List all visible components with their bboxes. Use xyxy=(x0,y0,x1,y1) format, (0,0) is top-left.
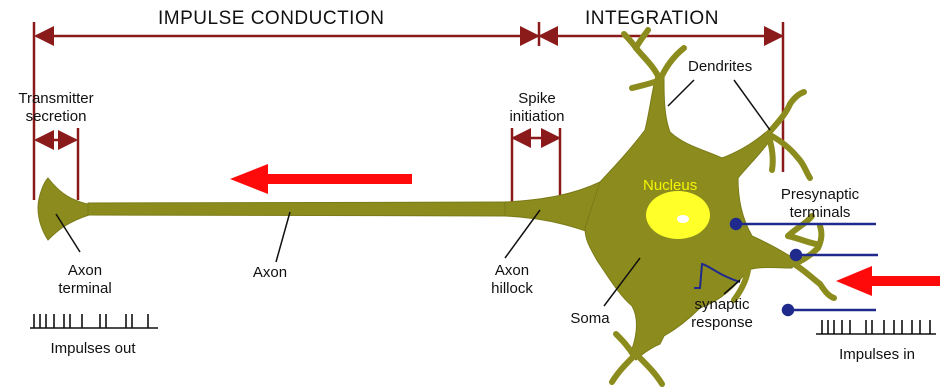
dendrites-pointer-2 xyxy=(734,80,770,130)
axon-terminal-shape xyxy=(38,178,92,240)
axon-shaft xyxy=(88,202,520,216)
impulses-out-train xyxy=(30,314,158,328)
conduction-arrow-left xyxy=(230,164,412,194)
axon-hillock-label: Axon hillock xyxy=(472,262,552,298)
synaptic-response-label: synaptic response xyxy=(672,296,772,332)
input-arrow xyxy=(836,266,940,296)
axon-label: Axon xyxy=(240,264,300,282)
axon-pointer xyxy=(276,212,290,262)
impulses-out-label: Impulses out xyxy=(30,340,156,358)
spike-initiation-label: Spike initiation xyxy=(492,90,582,126)
integration-heading: INTEGRATION xyxy=(585,8,719,30)
impulses-in-label: Impulses in xyxy=(818,346,936,364)
presynaptic-terminals-label: Presynaptic terminals xyxy=(764,186,876,222)
nucleus xyxy=(646,191,710,239)
impulses-in-train xyxy=(816,320,936,334)
nucleolus xyxy=(677,215,689,223)
transmitter-secretion-label: Transmitter secretion xyxy=(6,90,106,126)
nucleus-label: Nucleus xyxy=(643,177,697,195)
dendrites-pointer-1 xyxy=(668,80,694,106)
soma-label: Soma xyxy=(560,310,620,328)
dendrites-label: Dendrites xyxy=(688,58,752,76)
impulse-conduction-heading: IMPULSE CONDUCTION xyxy=(158,8,384,30)
axon-terminal-label: Axon terminal xyxy=(40,262,130,298)
